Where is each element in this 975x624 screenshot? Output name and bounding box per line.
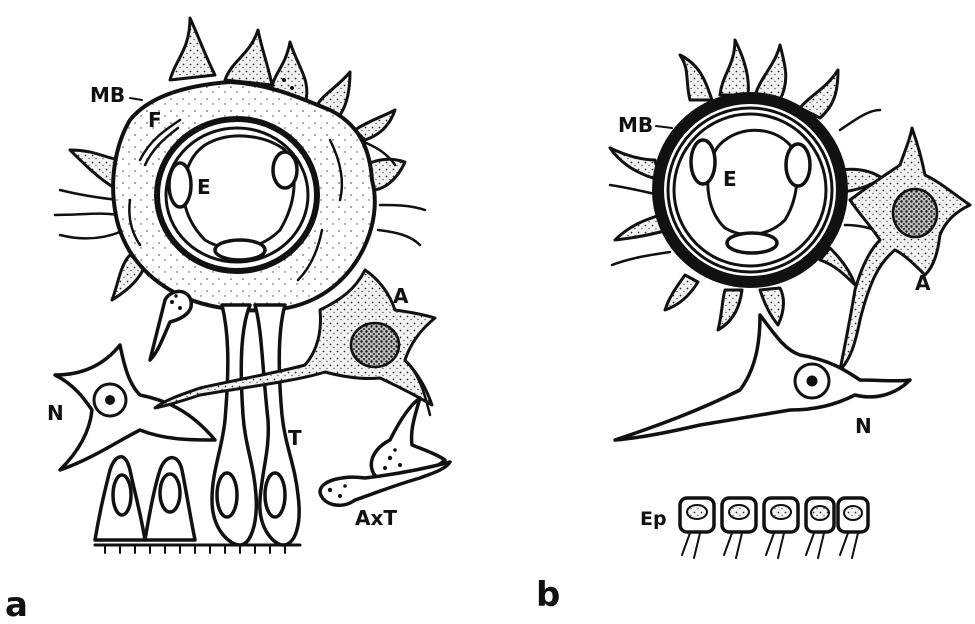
neuron-a	[55, 345, 215, 470]
label-axt-a: AxT	[355, 506, 397, 530]
endothelial-nucleus-3	[215, 240, 265, 260]
panel-a: MB F E A N T AxT a	[5, 18, 450, 624]
label-n-a: N	[47, 401, 64, 425]
label-n-b: N	[855, 414, 872, 438]
endothelial-nucleus-b2	[786, 144, 810, 186]
panel-label-b: b	[536, 575, 560, 615]
label-mb-b: MB	[618, 113, 653, 137]
label-e-a: E	[197, 175, 211, 199]
label-t-a: T	[288, 426, 302, 450]
astrocyte-b	[840, 128, 970, 370]
label-ep-b: Ep	[640, 508, 667, 530]
ependymal-row-b	[680, 498, 868, 558]
label-a-b: A	[915, 271, 931, 295]
label-a-a: A	[393, 284, 409, 308]
vessel-lumen-b	[708, 130, 797, 234]
leader-mb-a	[130, 98, 142, 100]
leader-mb-b	[656, 126, 672, 128]
label-f-a: F	[148, 108, 162, 132]
endothelial-nucleus-b3	[727, 233, 777, 253]
label-mb-a: MB	[90, 83, 125, 107]
endothelial-nucleus-b1	[691, 140, 715, 184]
endothelial-nucleus-1	[169, 163, 191, 207]
panel-label-a: a	[5, 585, 28, 624]
panel-b: MB E A N Ep b	[536, 40, 970, 615]
tanycytes	[212, 305, 299, 545]
label-e-b: E	[723, 167, 737, 191]
endothelial-nucleus-2	[273, 152, 297, 188]
